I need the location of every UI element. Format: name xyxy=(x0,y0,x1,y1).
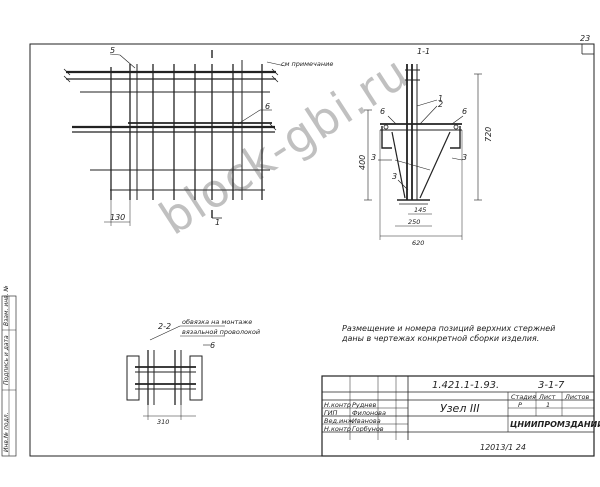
section-mark-1: 1 xyxy=(215,218,221,227)
title-block-footer: 12013/1 24 xyxy=(480,443,526,452)
sheet-value: 1 xyxy=(546,401,551,409)
section-1-1-title: 1-1 xyxy=(417,47,431,56)
dimension-250: 250 xyxy=(408,218,421,226)
margin-label-2: Подпись и дата xyxy=(3,335,10,385)
dimension-145: 145 xyxy=(414,206,427,214)
section-2-2-note-line1: обвязка на монтаже xyxy=(182,318,253,326)
section-1-1-pos-3-right: 3 xyxy=(462,153,468,162)
role-3: Н.контр xyxy=(324,425,352,433)
section-1-1-pos-3-left: 3 xyxy=(371,153,377,162)
title-block-frame xyxy=(321,375,595,457)
stage-label: Стадия xyxy=(511,393,536,401)
name-1: Филонова xyxy=(352,409,386,417)
dimension-720: 720 xyxy=(484,126,493,142)
name-2: Иванова xyxy=(352,417,381,425)
organization-name: ЦНИИПРОМЗДАНИЙ xyxy=(510,420,600,429)
section-1-1-pos-6-left: 6 xyxy=(380,107,386,116)
dimension-130: 130 xyxy=(110,213,126,222)
section-2-2-note-line2: вязальной проволокой xyxy=(182,328,261,336)
general-note-line2: даны в чертежах конкретной сборки издели… xyxy=(342,334,540,343)
section-2-2-drawing xyxy=(126,325,225,420)
section-2-2-pos-6: 6 xyxy=(210,341,216,350)
stage-value: Р xyxy=(518,401,522,409)
dimension-620: 620 xyxy=(412,239,425,247)
section-1-1-pos-1: 1 xyxy=(438,94,444,103)
drawing-code: 1.421.1-1.93. xyxy=(432,380,500,391)
sheet-label: Лист xyxy=(539,393,556,401)
section-2-2-title: 2-2 xyxy=(158,322,172,331)
margin-label-1: Инв.№ подл. xyxy=(3,412,10,453)
section-1-1-pos-2: 2 xyxy=(438,100,444,109)
position-5-label: 5 xyxy=(110,46,116,55)
name-3: Горбунов xyxy=(352,425,384,433)
page-number: 23 xyxy=(580,34,591,43)
position-6-label: 6 xyxy=(265,102,271,111)
section-1-1-drawing xyxy=(364,64,482,240)
role-0: Н.контр xyxy=(324,401,352,409)
drawing-name: Узел III xyxy=(440,402,480,415)
sheets-label: Листов xyxy=(565,393,590,401)
name-0: Руднев xyxy=(352,401,377,409)
sheet-reference: 3-1-7 xyxy=(538,380,565,391)
dimension-400: 400 xyxy=(358,154,367,170)
role-2: Вед.инж xyxy=(324,417,354,425)
role-1: ГИП xyxy=(324,409,338,417)
rebar-mesh-top-view xyxy=(63,50,286,226)
dimension-310: 310 xyxy=(157,418,170,426)
unofficial-note: см примечание xyxy=(281,60,334,68)
margin-label-3: Взам. инв. № xyxy=(3,285,10,326)
section-1-1-pos-6-right: 6 xyxy=(462,107,468,116)
general-note-line1: Размещение и номера позиций верхних стер… xyxy=(342,324,556,333)
section-1-1-pos-3-mid: 3 xyxy=(392,172,398,181)
